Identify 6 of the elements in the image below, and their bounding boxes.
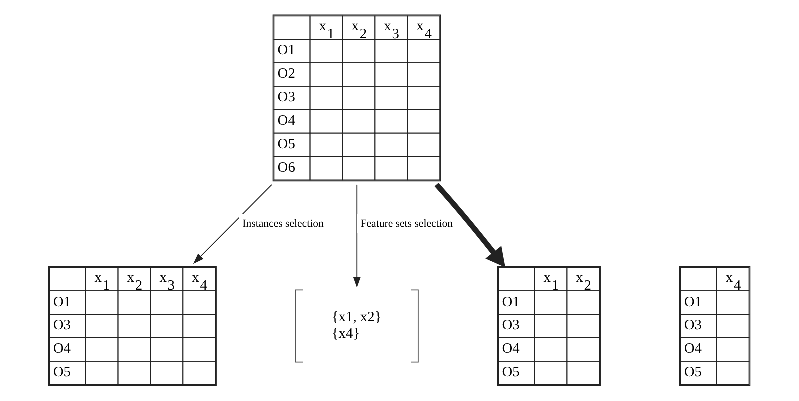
arrow: [193, 184, 272, 264]
edge-label: Feature sets selection: [360, 218, 454, 230]
arrow: [434, 182, 506, 268]
arrow: [353, 184, 361, 288]
node-text: {x1, x2} {x4}: [332, 310, 382, 342]
edge-label: Instances selection: [242, 218, 324, 230]
